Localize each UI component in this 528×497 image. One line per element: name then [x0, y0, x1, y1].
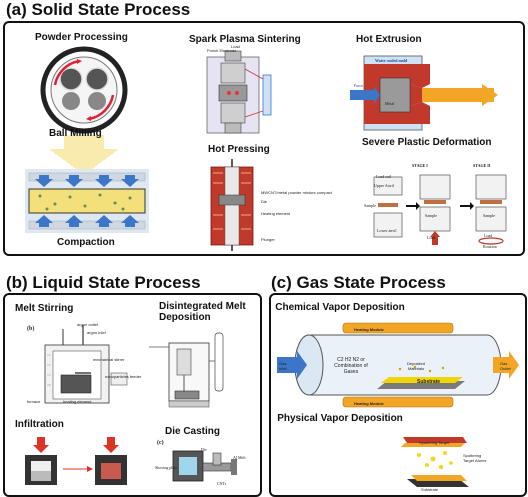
- liquid-state-title: (b) Liquid State Process: [6, 273, 201, 292]
- melt-stirring-illustration: [44, 325, 128, 404]
- die-casting-label: Die Casting: [165, 426, 221, 437]
- argon-inlet-text: argon inlet: [87, 330, 106, 335]
- rotation-text: Rotation: [483, 244, 497, 249]
- hp-die-text: Die: [261, 199, 268, 204]
- hot-extrusion-illustration: [350, 55, 498, 131]
- hot-extrusion-label: Hot Extrusion: [356, 34, 422, 45]
- hp-mixture-text: MWCNT/metal powder mixture compact: [261, 190, 332, 195]
- severe-plastic-deformation-label: Severe Plastic Deformation: [362, 137, 492, 148]
- disintegrated-melt-deposition-illustration: [149, 332, 224, 408]
- sputtering-target-text: Sputtering Target: [419, 440, 450, 445]
- gas-outlet-text: Gas Outlet: [500, 361, 511, 371]
- furnace-text: furnace: [27, 399, 41, 404]
- hot-pressing-label: Hot Pressing: [208, 144, 270, 155]
- die-text: Die: [201, 447, 207, 452]
- cnts-text: CNTs: [217, 481, 227, 486]
- spark-load-text: Load: [231, 44, 240, 49]
- hot-pressing-illustration: [210, 159, 254, 251]
- ball-milling-label: Ball Milling: [49, 128, 102, 139]
- hp-plunger-text: Plunger: [261, 237, 275, 242]
- pvd-label: Physical Vapor Deposition: [277, 413, 403, 424]
- compaction-illustration: [25, 169, 149, 233]
- stage1-load-text: Load: [427, 235, 436, 240]
- lower-anvil-text: Lower anvil: [377, 228, 397, 233]
- metal-text: Metal: [385, 101, 395, 106]
- gases-text: C2 H2 N2 or Combination of Gases: [334, 357, 368, 375]
- deposited-materials-text: Deposited Materials: [406, 361, 425, 371]
- heating-module-bottom-text: Heating Module: [354, 401, 384, 406]
- solid-state-title: (a) Solid State Process: [6, 0, 191, 19]
- spark-plasma-sintering-label: Spark Plasma Sintering: [189, 34, 301, 45]
- liquid-state-panel: Melt Stirring (b) argon outlet argon inl…: [3, 293, 262, 497]
- gas-state-panel: Chemical Vapor Deposition Heating Module…: [269, 293, 527, 497]
- spd-illustration: [373, 174, 507, 245]
- b-mark-text: (b): [27, 326, 35, 332]
- substrate-pvd-text: Substrate: [421, 487, 439, 492]
- mechanical-stirrer-text: mechanical stirrer: [93, 357, 125, 362]
- al-melt-text: Al Melt: [233, 455, 246, 460]
- stage2-text: STAGE II: [473, 163, 491, 168]
- solid-state-panel: Powder Processing Ball Milling: [3, 21, 525, 256]
- water-cooled-mold-text: Water cooled mold: [375, 58, 408, 63]
- nanoparticles-feeder-text: nanoparticles feeder: [105, 374, 142, 379]
- c-mark-text: (c): [157, 440, 164, 446]
- stage1-sample-text: Sample: [425, 213, 437, 218]
- stage2-load-text: Load: [484, 233, 493, 238]
- compaction-label: Compaction: [57, 237, 115, 248]
- pvd-illustration: [401, 437, 469, 487]
- load-coil-text: Load coil: [376, 174, 392, 179]
- gas-state-title: (c) Gas State Process: [271, 273, 446, 292]
- cvd-illustration: [277, 322, 519, 408]
- gas-inlet-text: Gas Inlet: [279, 361, 287, 371]
- punch-electrode-text: Punch Electrode: [207, 48, 237, 53]
- substrate-cvd-text: Substrate: [417, 379, 441, 385]
- stage2-sample-text: Sample: [483, 213, 495, 218]
- melt-stirring-label: Melt Stirring: [15, 303, 74, 314]
- sputtered-atoms-text: Sputtering Target Atoms: [463, 453, 487, 463]
- milling-to-compaction-arrow: [49, 135, 119, 175]
- disintegrated-melt-deposition-label: Disintegrated Melt Deposition: [159, 301, 246, 323]
- stage1-text: STAGE I: [412, 163, 428, 168]
- heating-element-text: heating element: [63, 399, 92, 404]
- die-casting-illustration: [172, 450, 237, 482]
- hp-heating-text: Heating element: [261, 211, 291, 216]
- shoving-plate-text: Shoving plate: [155, 465, 178, 470]
- powder-processing-label: Powder Processing: [35, 32, 128, 43]
- upper-anvil-text: Upper Anvil: [374, 183, 394, 188]
- sample-text: Sample: [364, 203, 376, 208]
- cvd-label: Chemical Vapor Deposition: [275, 302, 405, 313]
- infiltration-label: Infiltration: [15, 419, 64, 430]
- argon-outlet-text: argon outlet: [77, 322, 99, 327]
- infiltration-illustration: [25, 437, 127, 485]
- spark-plasma-sintering-illustration: [206, 50, 272, 134]
- heating-module-top-text: Heating Module: [354, 327, 384, 332]
- force-text: Force: [354, 83, 364, 88]
- ball-milling-illustration: [40, 46, 128, 134]
